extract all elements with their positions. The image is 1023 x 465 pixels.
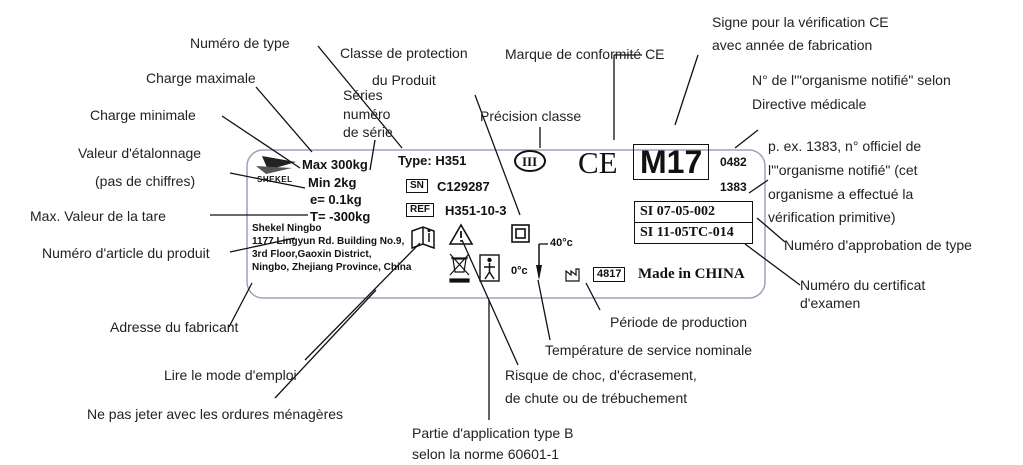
ce-mark: CE — [578, 145, 618, 180]
caption-certificate-2: d'examen — [800, 295, 861, 311]
caption-series-2: numéro — [343, 106, 391, 122]
caption-production-period: Période de production — [610, 314, 747, 330]
label-plate-border — [246, 149, 766, 299]
ref-value: H351-10-3 — [445, 203, 507, 218]
caption-applied-part-2: selon la norme 60601-1 — [412, 446, 560, 462]
class-ii-square-icon — [511, 224, 530, 243]
caption-accuracy-class: Précision classe — [480, 108, 582, 124]
caption-protection-class: Classe de protection — [340, 45, 468, 61]
accuracy-class-oval-icon — [514, 150, 546, 172]
caption-example-1: p. ex. 1383, n° officiel de — [768, 138, 922, 154]
address-line-4: Ningbo, Zhejiang Province, China — [252, 262, 412, 273]
crossed-bin-icon — [449, 253, 470, 283]
address-line-3: 3rd Floor,Gaoxin District, — [252, 249, 372, 260]
type-value: Type: H351 — [398, 153, 467, 168]
sn-tag: SN — [406, 179, 428, 193]
m17-mark: M17 — [633, 144, 710, 180]
caption-tare: Max. Valeur de la tare — [30, 208, 166, 224]
brand-name: SHEKEL — [257, 175, 293, 184]
ref-tag: REF — [406, 203, 434, 217]
caption-ce-verification-1: Signe pour la vérification CE — [712, 14, 889, 30]
caption-ce-mark: Marque de conformité CE — [505, 46, 665, 62]
min-value: Min 2kg — [308, 175, 357, 190]
caption-type-number: Numéro de type — [190, 35, 290, 51]
caption-calibration-2: (pas de chiffres) — [95, 173, 196, 189]
max-value: Max 300kg — [302, 157, 368, 172]
caption-manufacturer-address: Adresse du fabricant — [110, 319, 239, 335]
caption-example-2: l'"organisme notifié" (cet — [768, 162, 918, 178]
caption-example-3: organisme a effectué la — [768, 186, 914, 202]
caption-min-load: Charge minimale — [90, 107, 196, 123]
book-info-icon — [411, 226, 435, 250]
caption-applied-part-1: Partie d'application type B — [412, 425, 574, 441]
shekel-logo-icon — [256, 156, 296, 174]
caption-series-3: de série — [343, 124, 393, 140]
made-in: Made in CHINA — [638, 266, 745, 282]
e-value: e= 0.1kg — [310, 192, 362, 207]
sn-value: C129287 — [437, 179, 490, 194]
production-date: 4817 — [593, 267, 626, 282]
thermometer-icon — [536, 243, 548, 280]
caption-read-manual: Lire le mode d'emploi — [164, 367, 297, 383]
leader-lines — [210, 45, 801, 420]
caption-of-product: du Produit — [372, 72, 436, 88]
notified-body-0482: 0482 — [720, 155, 747, 169]
type-b-person-icon — [479, 254, 500, 282]
caption-example-4: vérification primitive) — [768, 209, 896, 225]
caption-ce-verification-2: avec année de fabrication — [712, 37, 873, 53]
accuracy-class-value: III — [522, 154, 538, 169]
caption-notified-body-2: Directive médicale — [752, 96, 867, 112]
caption-type-approval: Numéro d'approbation de type — [784, 237, 972, 253]
caption-series-1: Séries — [343, 87, 383, 103]
caption-no-household-waste: Ne pas jeter avec les ordures ménagères — [87, 406, 344, 422]
notified-body-1383: 1383 — [720, 180, 747, 194]
address-line-1: Shekel Ningbo — [252, 223, 322, 234]
warning-triangle-icon — [448, 223, 474, 245]
factory-icon — [565, 268, 580, 282]
caption-shock-risk-1: Risque de choc, d'écrasement, — [505, 367, 697, 383]
caption-nominal-temperature: Température de service nominale — [545, 342, 752, 358]
approval-number-2: SI 11-05TC-014 — [634, 222, 753, 244]
caption-notified-body-1: N° de l'"organisme notifié" selon — [752, 72, 951, 88]
caption-calibration-1: Valeur d'étalonnage — [78, 145, 202, 161]
approval-number-1: SI 07-05-002 — [634, 201, 753, 223]
tare-value: T= -300kg — [310, 209, 371, 224]
caption-shock-risk-2: de chute ou de trébuchement — [505, 390, 688, 406]
temperature-min: 0°c — [511, 265, 528, 277]
caption-max-load: Charge maximale — [146, 70, 256, 86]
caption-article-number: Numéro d'article du produit — [42, 245, 210, 261]
caption-certificate-1: Numéro du certificat — [800, 277, 926, 293]
temperature-max: 40°c — [550, 237, 573, 249]
address-line-2: 1177 Lingyun Rd. Building No.9, — [252, 236, 405, 247]
